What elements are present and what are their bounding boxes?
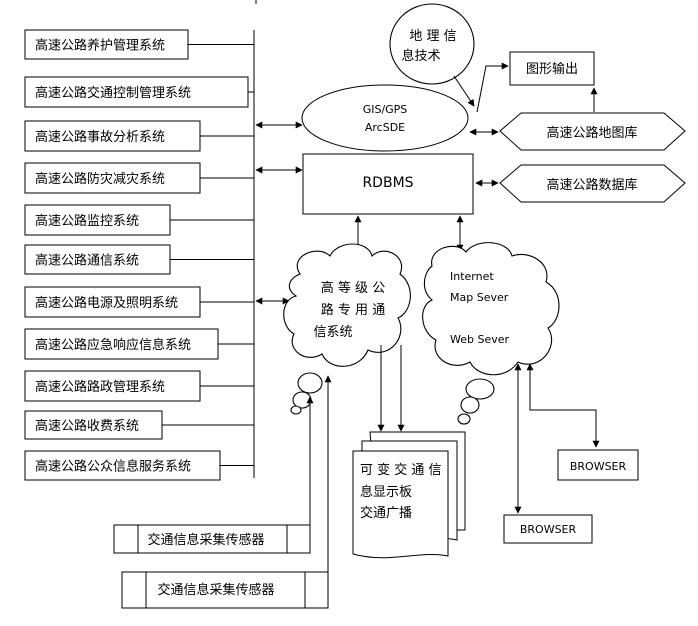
graphic-output-label: 图形输出 — [526, 61, 578, 77]
graphic-output-box: 图形输出 — [509, 51, 595, 86]
rdbms-label: RDBMS — [362, 175, 413, 191]
left-system-item: 高速公路电源及照明系统 — [24, 286, 254, 318]
left-systems-group: 高速公路养护管理系统高速公路交通控制管理系统高速公路事故分析系统高速公路防灾减灾… — [24, 29, 254, 481]
left-system-label: 高速公路应急响应信息系统 — [35, 337, 191, 353]
left-system-item: 高速公路监控系统 — [24, 204, 254, 236]
geo-tech-line1: 地 理 信 — [409, 29, 456, 44]
sensor-box-2: 交通信息采集传感器 — [121, 571, 329, 609]
vms-document-stack: 可 变 交 通 信 息显示板 交通广播 — [352, 431, 466, 559]
left-system-label: 高速公路事故分析系统 — [35, 129, 165, 145]
left-system-item: 高速公路防灾减灾系统 — [24, 162, 254, 194]
left-system-label: 高速公路养护管理系统 — [35, 38, 165, 54]
left-system-item: 高速公路公众信息服务系统 — [24, 450, 254, 481]
sensor-1-label: 交通信息采集传感器 — [147, 532, 264, 548]
left-system-label: 高速公路公众信息服务系统 — [35, 459, 191, 475]
geo-to-gis-arrow — [453, 75, 475, 107]
data-db-hexagon: 高速公路数据库 — [499, 164, 686, 203]
left-system-label: 高速公路通信系统 — [35, 253, 139, 269]
data-db-label: 高速公路数据库 — [546, 177, 637, 193]
left-system-item: 高速公路应急响应信息系统 — [24, 328, 254, 360]
left-system-item: 高速公路路政管理系统 — [24, 370, 254, 402]
geo-tech-cloud: 地 理 信 息技术 — [389, 3, 475, 85]
vms-line1: 可 变 交 通 信 — [360, 462, 442, 478]
browser-box-2: BROWSER — [503, 514, 593, 544]
gis-line1: GIS/GPS — [363, 103, 408, 116]
web-server-cloud: Internet Map Sever Web Sever — [422, 242, 560, 425]
web-cloud-line3: Web Sever — [450, 333, 510, 346]
left-system-label: 高速公路交通控制管理系统 — [35, 85, 191, 101]
left-system-label: 高速公路防灾减灾系统 — [35, 171, 165, 187]
left-system-item: 高速公路养护管理系统 — [24, 29, 254, 60]
comm-network-cloud: 高 等 级 公 路 专 用 通 信系统 — [283, 243, 411, 415]
comm-cloud-line1: 高 等 级 公 — [321, 280, 385, 296]
web-browser1-arrow — [526, 363, 600, 448]
comm-cloud-line3: 信系统 — [313, 325, 352, 340]
left-system-item: 高速公路交通控制管理系统 — [24, 76, 254, 108]
left-system-item: 高速公路收费系统 — [24, 410, 254, 440]
vms-line3: 交通广播 — [360, 505, 412, 521]
left-system-label: 高速公路路政管理系统 — [35, 379, 165, 395]
left-system-item: 高速公路事故分析系统 — [24, 120, 254, 152]
browser-1-label: BROWSER — [570, 460, 627, 473]
geo-tech-line2: 息技术 — [401, 48, 440, 64]
map-db-label: 高速公路地图库 — [546, 125, 637, 141]
browser-2-label: BROWSER — [520, 523, 577, 536]
comm-cloud-line2: 路 专 用 通 — [321, 302, 385, 318]
gis-to-output-arrow — [476, 62, 509, 113]
left-system-label: 高速公路收费系统 — [35, 418, 139, 434]
vms-line2: 息显示板 — [360, 484, 412, 500]
web-cloud-line1: Internet — [450, 270, 494, 283]
gis-ellipse: GIS/GPS ArcSDE — [301, 84, 469, 152]
left-system-item: 高速公路通信系统 — [24, 244, 254, 275]
browser-box-1: BROWSER — [557, 449, 639, 481]
web-cloud-line2: Map Sever — [450, 291, 509, 304]
left-system-label: 高速公路监控系统 — [35, 213, 139, 229]
left-system-label: 高速公路电源及照明系统 — [35, 295, 178, 311]
sensor-2-label: 交通信息采集传感器 — [157, 582, 274, 598]
gis-line2: ArcSDE — [365, 121, 405, 134]
rdbms-box: RDBMS — [302, 153, 474, 215]
sensor-box-1: 交通信息采集传感器 — [113, 524, 311, 554]
map-db-hexagon: 高速公路地图库 — [499, 112, 686, 151]
